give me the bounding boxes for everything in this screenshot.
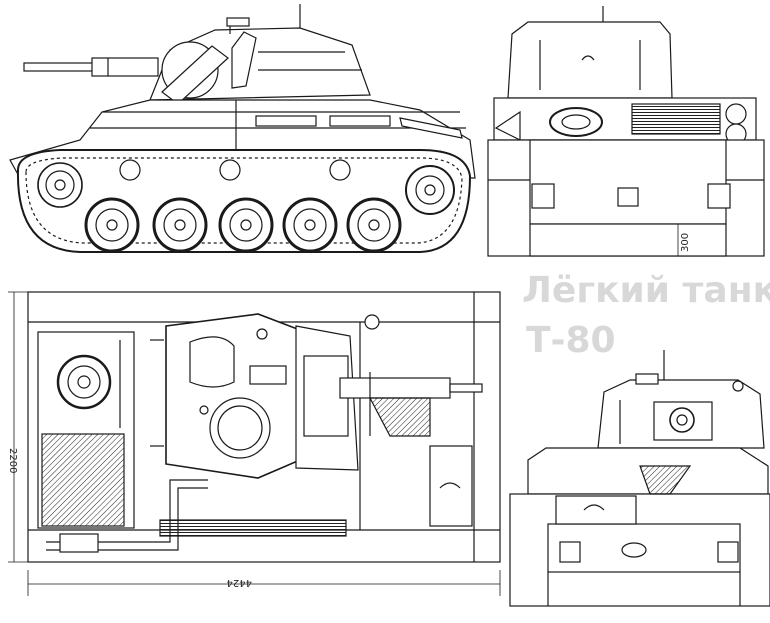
top-gun-barrel [339,372,483,437]
front-view [509,350,770,607]
road-wheel [84,197,140,253]
road-wheel [346,197,402,253]
side-drive-sprocket [37,162,83,208]
side-return-rollers [119,159,351,181]
hull-width-label: 2200 [7,448,18,473]
top-engine-deck [37,331,135,529]
side-idler-wheel [405,165,455,215]
rear-height-dimension [672,223,684,257]
rear-height-label: 300 [680,233,691,252]
top-exhaust [46,479,347,553]
road-wheel [282,197,338,253]
top-length-dimension [27,570,501,596]
rear-turret [507,6,673,99]
watermark-line-2: Т-80 [526,320,616,361]
side-view [9,4,476,253]
watermark-line-1: Лёгкий танк [522,270,770,311]
side-road-wheels [84,197,402,253]
side-turret [149,4,371,105]
side-gun-barrel [23,57,159,77]
rear-hull [487,139,765,257]
hull-length-label: 4424 [227,577,252,588]
top-turret [150,313,359,479]
road-wheel [218,197,274,253]
rear-deck [493,97,757,145]
top-width-dimension [8,291,28,563]
top-view [8,291,501,596]
rear-view [487,6,765,257]
road-wheel [152,197,208,253]
watermark: Лёгкий танк Т-80 [522,270,770,361]
front-hull [509,447,770,607]
front-turret [597,350,765,449]
top-hatch-plate [364,314,473,527]
